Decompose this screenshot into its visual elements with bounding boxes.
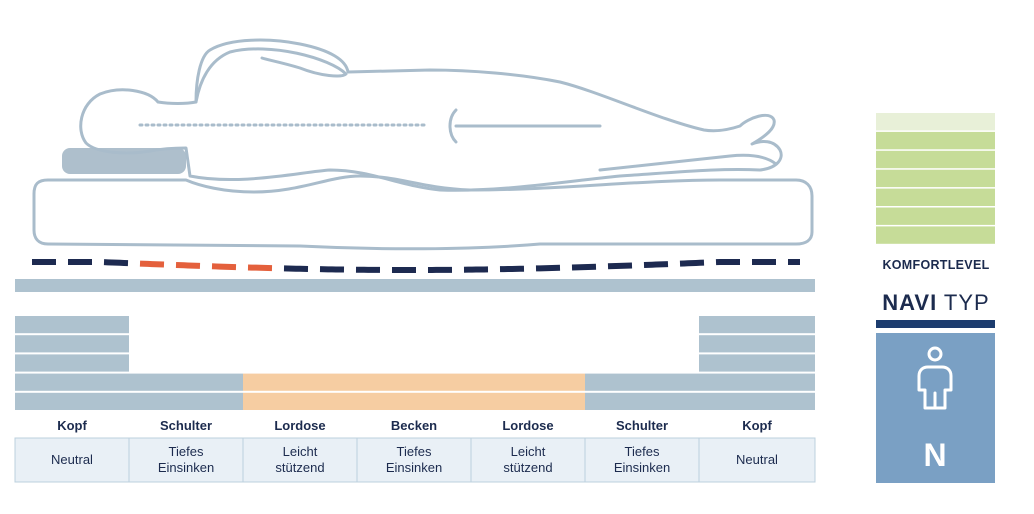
support-dash: [175, 262, 201, 269]
komfortlevel-step: [876, 226, 995, 244]
level-block: [699, 373, 815, 391]
support-dash: [283, 265, 309, 272]
komfortlevel-step: [876, 169, 995, 188]
komfortlevel-scale: [876, 113, 995, 244]
segment-label-kopf-right: Kopf: [742, 418, 772, 433]
komfortlevel-step: [876, 188, 995, 206]
support-dash: [607, 262, 633, 270]
description-table-bg: [14, 437, 816, 483]
level-block: [357, 392, 471, 410]
support-dash: [103, 259, 129, 267]
komfortlevel-step: [876, 207, 995, 225]
navi-prefix: NAVI: [882, 290, 938, 315]
base-bar: [15, 279, 815, 292]
level-block: [243, 392, 357, 410]
level-block: [15, 316, 129, 334]
level-block: [471, 373, 585, 391]
segment-levels: [15, 316, 815, 410]
support-line: [32, 259, 800, 273]
segment-description-lordose-right: Leicht stützend: [503, 444, 553, 475]
segment-description-kopf-left: Neutral: [51, 452, 93, 467]
komfortlevel-step: [876, 113, 995, 131]
level-block: [129, 392, 243, 410]
pillow: [62, 148, 186, 174]
segment-label-schulter-left: Schulter: [159, 418, 212, 433]
level-block: [15, 335, 129, 353]
segment-label-schulter-right: Schulter: [615, 418, 668, 433]
segment-description-kopf-right: Neutral: [736, 452, 778, 467]
navi-suffix: TYP: [943, 290, 990, 315]
komfortlevel-label: KOMFORTLEVEL: [882, 258, 990, 272]
komfortlevel-step: [876, 131, 995, 150]
segment-description-lordose-left: Leicht stützend: [275, 444, 325, 475]
segment-description-schulter-left: Tiefes Einsinken: [157, 444, 215, 475]
arm-outline: [194, 47, 348, 104]
support-dash: [679, 259, 705, 267]
support-dash: [535, 264, 561, 272]
level-block: [15, 392, 129, 410]
support-dash: [139, 260, 165, 268]
segment-description-becken: Tiefes Einsinken: [385, 444, 443, 475]
level-block: [15, 373, 129, 391]
level-block: [471, 392, 585, 410]
navi-typ-title: NAVI TYP: [876, 290, 996, 316]
level-block: [15, 354, 129, 372]
level-block: [699, 354, 815, 372]
description-table: [14, 437, 816, 483]
level-block: [699, 392, 815, 410]
level-block: [699, 335, 815, 353]
support-dash: [211, 263, 237, 271]
segment-label-lordose-right: Lordose: [502, 418, 554, 433]
person-icon: [917, 346, 953, 410]
hand-arrow: [448, 108, 602, 144]
navi-bar: [876, 320, 995, 328]
support-dash: [643, 261, 669, 269]
support-dash: [247, 264, 273, 272]
segment-description-schulter-right: Tiefes Einsinken: [613, 444, 671, 475]
knees-outline: [598, 153, 778, 172]
level-block: [129, 373, 243, 391]
segment-label-lordose-left: Lordose: [274, 418, 326, 433]
support-dash: [571, 263, 597, 271]
komfortlevel-step: [876, 150, 995, 169]
level-block: [699, 316, 815, 334]
level-block: [585, 373, 699, 391]
level-block: [357, 373, 471, 391]
level-block: [585, 392, 699, 410]
person-outline: [79, 38, 783, 192]
type-letter: N: [923, 437, 947, 473]
mattress: [32, 174, 814, 251]
segment-label-becken: Becken: [390, 418, 438, 433]
level-block: [243, 373, 357, 391]
segment-label-kopf-left: Kopf: [57, 418, 87, 433]
